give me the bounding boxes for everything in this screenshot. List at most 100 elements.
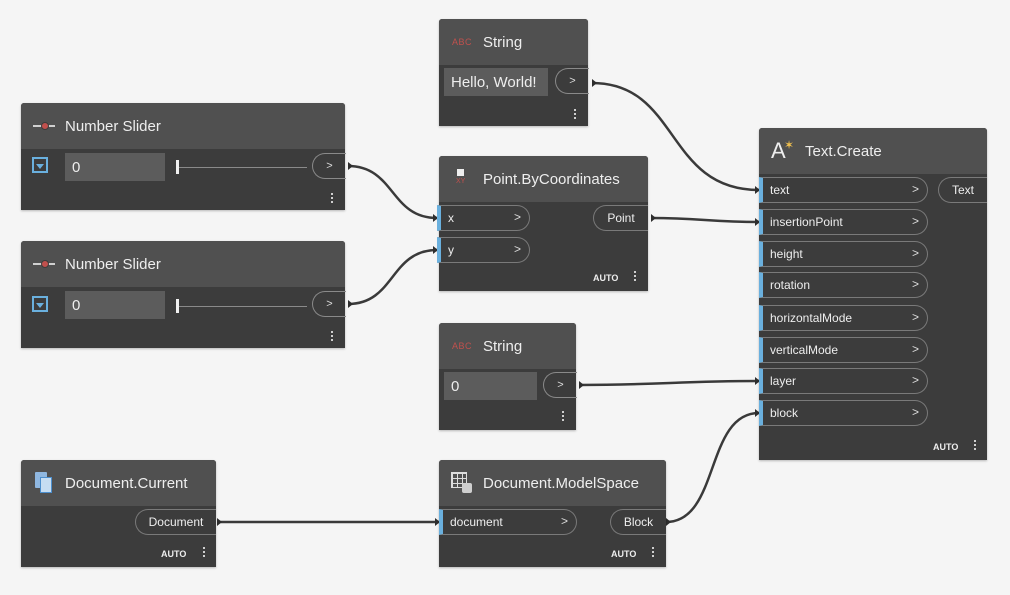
output-port[interactable]: > [555,68,589,94]
text-create-icon: A✶ [771,138,795,163]
wire-point-to-insertionpoint[interactable] [650,216,760,224]
port-label: document [450,515,503,529]
input-port-layer[interactable]: layer > [759,368,928,394]
output-port[interactable]: > [543,372,577,398]
output-port-text[interactable]: Text [938,177,987,203]
input-port-height[interactable]: height > [759,241,928,267]
lacing-label[interactable]: AUTO [611,549,637,559]
port-chevron-icon: > [560,514,568,528]
lacing-label[interactable]: AUTO [933,442,959,452]
node-header[interactable]: Document.Current [21,460,216,506]
port-label: height [770,247,803,261]
document-icon [33,472,55,494]
string-node-hello[interactable]: ABC String Hello, World! > [439,19,589,126]
port-arrow [217,518,222,526]
kebab-menu-icon[interactable] [633,271,637,283]
port-chevron-icon: > [911,277,919,291]
node-title: Number Slider [65,117,161,135]
input-port-verticalmode[interactable]: verticalMode > [759,337,928,363]
port-label: layer [770,374,797,388]
slider-track[interactable] [179,167,307,168]
port-chevron-icon: > [911,182,919,196]
kebab-menu-icon[interactable] [573,109,577,121]
kebab-menu-icon[interactable] [651,547,655,559]
text-create-node[interactable]: A✶ Text.Create text > insertionPoint > h… [759,128,987,460]
input-port-y[interactable]: y > [437,237,530,263]
node-header[interactable]: Document.ModelSpace [439,460,666,506]
port-label: y [448,243,454,257]
abc-icon: ABC [451,37,472,47]
node-header[interactable]: Number Slider [21,103,345,149]
port-chevron-icon: > [911,342,919,356]
input-port-text[interactable]: text > [759,177,928,203]
document-current-node[interactable]: Document.Current Document AUTO [21,460,216,567]
wire-block-to-textcreate[interactable] [665,411,760,524]
kebab-menu-icon[interactable] [202,547,206,559]
port-arrow [348,162,353,170]
node-title: Document.Current [65,474,188,492]
input-port-insertionpoint[interactable]: insertionPoint > [759,209,928,235]
kebab-menu-icon[interactable] [561,411,565,423]
wire-string-to-layer[interactable] [578,379,760,387]
slider-track[interactable] [179,306,307,307]
output-port-block[interactable]: Block [610,509,666,535]
wire-slider1-to-x[interactable] [347,164,438,220]
node-title: Text.Create [805,142,882,160]
port-chevron-icon: > [513,242,521,256]
expand-slider-button[interactable] [32,157,48,173]
lacing-label[interactable]: AUTO [593,273,619,283]
output-port[interactable]: > [312,153,346,179]
string-node-zero[interactable]: ABC String 0 > [439,323,577,430]
port-label: horizontalMode [770,311,853,325]
node-header[interactable]: Number Slider [21,241,345,287]
port-arrow [348,300,353,308]
abc-icon: ABC [451,341,472,351]
kebab-menu-icon[interactable] [330,193,334,205]
port-chevron-icon: > [911,214,919,228]
node-header[interactable]: XY Point.ByCoordinates [439,156,648,202]
port-label: insertionPoint [770,215,843,229]
kebab-menu-icon[interactable] [973,440,977,452]
grid-icon [451,472,473,494]
kebab-menu-icon[interactable] [330,331,334,343]
port-chevron-icon: > [911,373,919,387]
port-arrow [592,79,597,87]
number-slider-node-1[interactable]: Number Slider 0 > [21,103,346,210]
node-header[interactable]: ABC String [439,19,588,65]
slider-value-input[interactable]: 0 [65,153,165,181]
port-arrow [651,214,656,222]
port-chevron-icon: > [911,310,919,324]
port-chevron-icon: > [911,405,919,419]
node-header[interactable]: ABC String [439,323,576,369]
port-label: rotation [770,278,811,292]
input-port-horizontalmode[interactable]: horizontalMode > [759,305,928,331]
input-port-document[interactable]: document > [439,509,577,535]
output-port-point[interactable]: Point [593,205,648,231]
number-slider-node-2[interactable]: Number Slider 0 > [21,241,346,348]
output-port[interactable]: > [312,291,346,317]
port-label: verticalMode [770,343,839,357]
expand-slider-button[interactable] [32,296,48,312]
port-chevron-icon: > [911,246,919,260]
point-icon: XY [451,168,473,190]
node-title: Point.ByCoordinates [483,170,620,188]
node-header[interactable]: A✶ Text.Create [759,128,987,174]
input-port-block[interactable]: block > [759,400,928,426]
input-port-x[interactable]: x > [437,205,530,231]
input-port-rotation[interactable]: rotation > [759,272,928,298]
slider-thumb[interactable] [176,160,179,174]
document-modelspace-node[interactable]: Document.ModelSpace document > Block AUT… [439,460,666,567]
slider-value-input[interactable]: 0 [65,291,165,319]
string-value-input[interactable]: Hello, World! [444,68,548,96]
slider-thumb[interactable] [176,299,179,313]
node-title: Document.ModelSpace [483,474,639,492]
slider-icon [33,253,55,275]
lacing-label[interactable]: AUTO [161,549,187,559]
wire-slider2-to-y[interactable] [347,248,438,306]
string-value-input[interactable]: 0 [444,372,537,400]
point-bycoordinates-node[interactable]: XY Point.ByCoordinates x > y > Point AUT… [437,156,648,291]
port-label: x [448,211,454,225]
output-port-document[interactable]: Document [135,509,216,535]
node-title: String [483,337,523,355]
node-title: String [483,33,523,51]
